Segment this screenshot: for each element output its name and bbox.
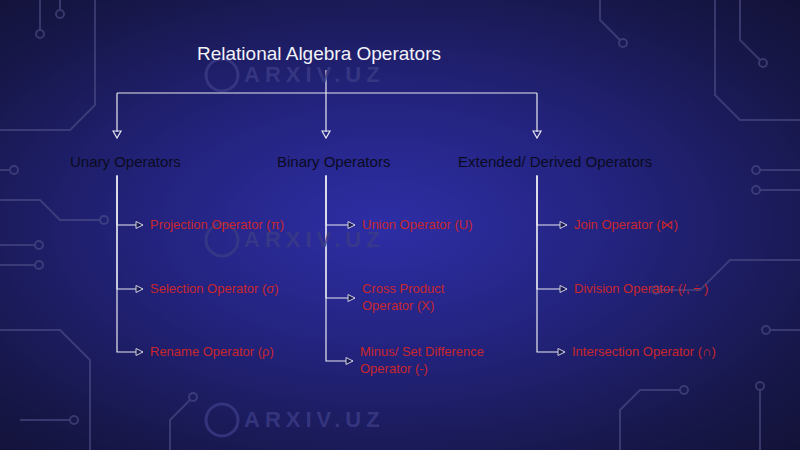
tree-connector: [117, 176, 143, 352]
tree-connector: [117, 176, 143, 289]
operator-item: Intersection Operator (∩): [569, 342, 719, 363]
tree-connector: [537, 176, 567, 289]
heading-text: Unary Operators: [70, 153, 181, 170]
tree-connector: [537, 176, 567, 225]
operator-item: Cross Product Operator (X): [359, 279, 465, 317]
operator-text: Division Operator (/, ÷ ): [574, 281, 708, 298]
operator-item: Union Operator (U): [359, 215, 476, 236]
operator-text: Join Operator (⋈): [574, 217, 678, 234]
operator-text: Minus/ Set Difference Operator (-): [360, 344, 505, 378]
operator-text: Union Operator (U): [362, 217, 473, 234]
operator-item: Join Operator (⋈): [571, 215, 681, 236]
tree-connector: [326, 176, 355, 225]
watermark: ARXIV.UZ: [244, 62, 385, 88]
diagram-title: Relational Algebra Operators: [197, 43, 441, 65]
heading-text: Extended/ Derived Operators: [458, 153, 652, 170]
tree-connector: [537, 176, 565, 352]
operator-item: Division Operator (/, ÷ ): [571, 279, 711, 300]
operator-text: Projection Operator (π): [150, 217, 284, 234]
category-heading: Extended/ Derived Operators: [455, 151, 655, 172]
category-heading: Binary Operators: [274, 151, 393, 172]
operator-item: Minus/ Set Difference Operator (-): [357, 342, 508, 380]
watermark: ARXIV.UZ: [244, 407, 385, 433]
operator-item: Rename Operator (ρ): [147, 342, 277, 363]
operator-text: Intersection Operator (∩): [572, 344, 716, 361]
tree-connector: [326, 176, 353, 362]
tree-connector: [117, 176, 143, 225]
category-heading: Unary Operators: [67, 151, 184, 172]
operator-text: Cross Product Operator (X): [362, 281, 462, 315]
operator-item: Selection Operator (σ): [147, 279, 282, 300]
operator-item: Projection Operator (π): [147, 215, 287, 236]
heading-text: Binary Operators: [277, 153, 390, 170]
operator-text: Rename Operator (ρ): [150, 344, 274, 361]
operator-text: Selection Operator (σ): [150, 281, 279, 298]
